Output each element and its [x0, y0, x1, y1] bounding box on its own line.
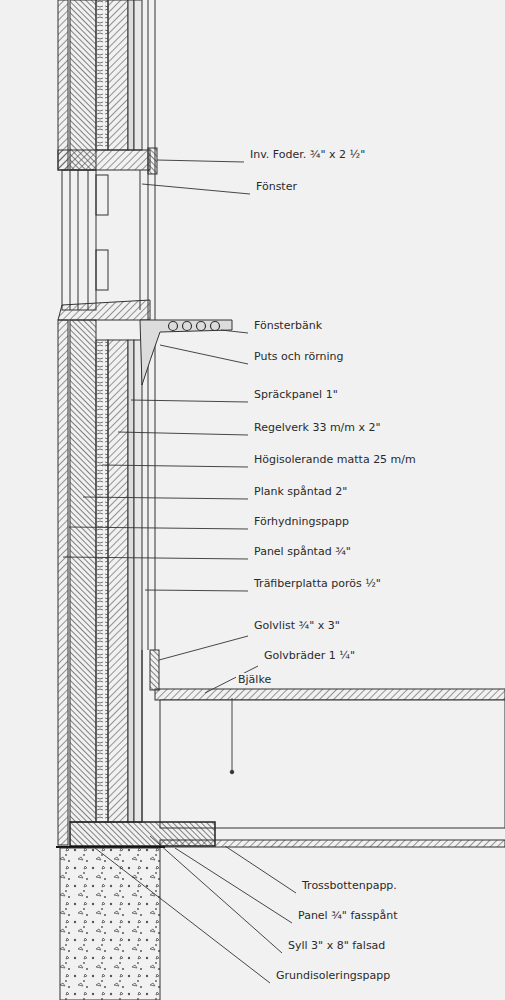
- callout-label: Spräckpanel 1": [252, 388, 340, 402]
- callout-label: Träfiberplatta porös ½": [252, 577, 383, 591]
- callout-label: Förhydningspapp: [252, 515, 351, 529]
- callout-label: Trossbottenpapp.: [300, 879, 399, 893]
- callout-label: Plank spåntad 2": [252, 485, 349, 499]
- casing: [148, 148, 157, 174]
- callout-label: Puts och rörning: [252, 350, 346, 364]
- callout-label: Golvbräder 1 ¼": [262, 649, 357, 663]
- callout-label: Inv. Foder. ¾" x 2 ½": [248, 148, 367, 162]
- callout-label: Fönster: [254, 180, 299, 194]
- callout-label: Panel ¾" fasspånt: [296, 909, 399, 923]
- callout-label: Grundisoleringspapp: [274, 969, 392, 983]
- callout-label: Panel spåntad ¾": [252, 545, 353, 559]
- callout-label: Regelverk 33 m/m x 2": [252, 421, 383, 435]
- callout-label: Bjälke: [236, 673, 273, 687]
- callout-label: Högisolerande matta 25 m/m: [252, 453, 418, 467]
- callout-label: Golvlist ¾" x 3": [252, 619, 342, 633]
- callout-label: Fönsterbänk: [252, 319, 324, 333]
- callout-label: Syll 3" x 8" falsad: [286, 939, 387, 953]
